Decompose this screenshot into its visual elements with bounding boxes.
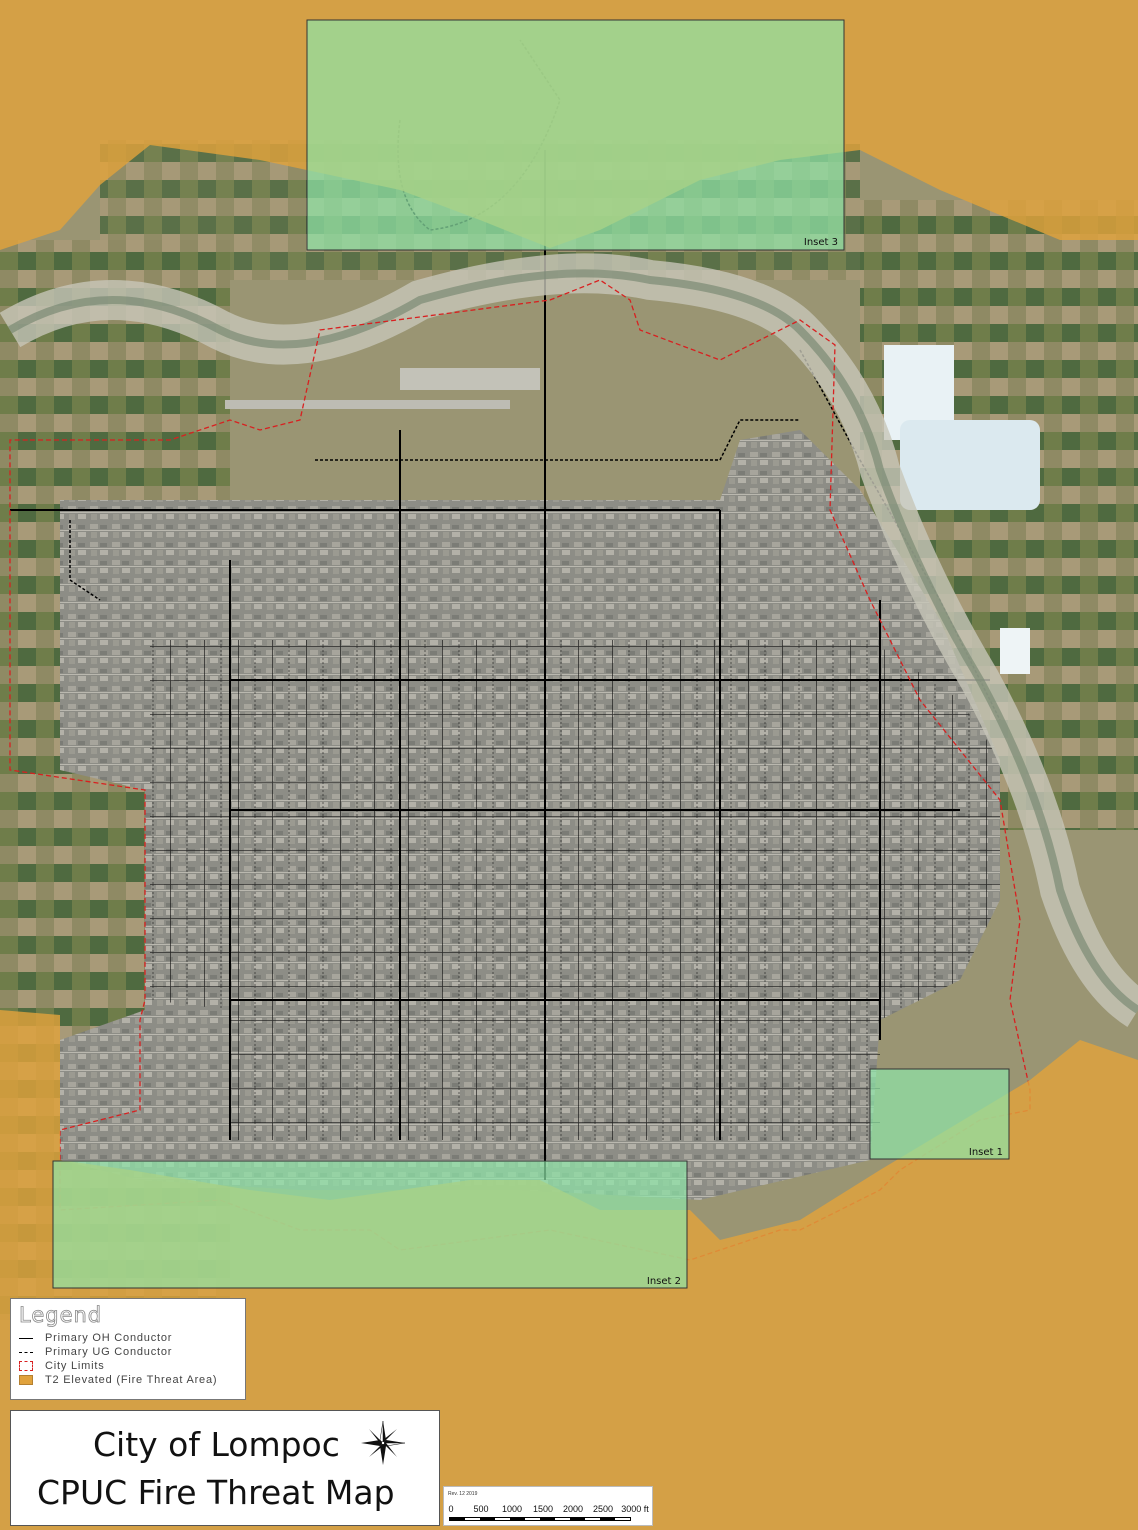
legend-item-primary-ug: Primary UG Conductor bbox=[19, 1345, 237, 1359]
river-channel bbox=[7, 269, 1138, 1014]
legend-item-label: Primary OH Conductor bbox=[45, 1332, 173, 1344]
primary-oh-conductor-lines bbox=[10, 150, 990, 1180]
scale-revision-note: Rev. 12 2019 bbox=[448, 1491, 478, 1497]
filled-box-icon bbox=[19, 1375, 33, 1385]
legend-item-label: Primary UG Conductor bbox=[45, 1346, 173, 1358]
scale-tick: 2000 bbox=[562, 1504, 584, 1514]
legend-item-label: T2 Elevated (Fire Threat Area) bbox=[45, 1374, 218, 1386]
map-title-box: City of Lompoc CPUC Fire Threat Map bbox=[10, 1410, 440, 1526]
city-limits-boundary bbox=[9, 279, 1031, 1261]
legend-item-label: City Limits bbox=[45, 1360, 105, 1372]
airport-apron bbox=[400, 368, 540, 390]
inset-2-label: Inset 2 bbox=[647, 1276, 681, 1287]
salt-pond bbox=[900, 420, 1040, 510]
scale-tick: 1000 bbox=[501, 1504, 523, 1514]
inset-1[interactable]: Inset 1 bbox=[869, 1068, 1010, 1160]
salt-pond bbox=[1000, 628, 1030, 674]
inset-1-label: Inset 1 bbox=[969, 1147, 1003, 1158]
legend-title: Legend bbox=[19, 1303, 103, 1328]
map-title-line-1: City of Lompoc bbox=[93, 1425, 340, 1464]
conductor-grid bbox=[150, 640, 1000, 1140]
map-title-line-2: CPUC Fire Threat Map bbox=[37, 1473, 395, 1512]
dashed-box-icon bbox=[19, 1361, 33, 1371]
scale-tick: 500 bbox=[473, 1504, 489, 1514]
airport-runway bbox=[225, 400, 510, 409]
scale-tick: 1500 bbox=[532, 1504, 554, 1514]
scale-tick: 0 bbox=[448, 1504, 454, 1514]
compass-rose-icon bbox=[361, 1421, 405, 1465]
scale-bar: Rev. 12 2019 0 500 1000 1500 2000 2500 3… bbox=[443, 1486, 653, 1526]
inset-3[interactable]: Inset 3 bbox=[306, 19, 845, 251]
dashed-line-icon bbox=[19, 1347, 33, 1357]
legend-item-fire-threat: T2 Elevated (Fire Threat Area) bbox=[19, 1373, 237, 1387]
inset-2[interactable]: Inset 2 bbox=[52, 1160, 688, 1289]
scale-tick: 3000 ft bbox=[621, 1504, 649, 1514]
map-legend: Legend Primary OH Conductor Primary UG C… bbox=[10, 1298, 246, 1400]
scale-bar-graphic bbox=[449, 1517, 631, 1521]
legend-item-primary-oh: Primary OH Conductor bbox=[19, 1331, 237, 1345]
scale-tick: 2500 bbox=[592, 1504, 614, 1514]
inset-3-label: Inset 3 bbox=[804, 237, 838, 248]
legend-item-city-limits: City Limits bbox=[19, 1359, 237, 1373]
solid-line-icon bbox=[19, 1333, 33, 1343]
